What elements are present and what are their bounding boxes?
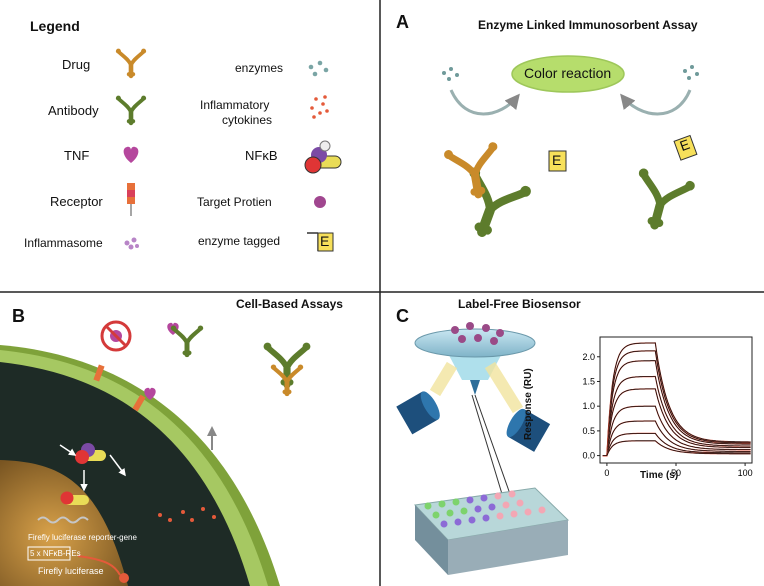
legend-label-cytokines: cytokines <box>222 113 273 127</box>
panel-a-letter: A <box>396 12 409 32</box>
elisa-antibody-green-left <box>451 166 532 244</box>
tnf-free <box>144 322 179 400</box>
arrow-left-curve <box>449 89 520 116</box>
data-curve-1 <box>602 350 751 456</box>
x-tick-label-2: 100 <box>738 468 753 478</box>
legend-label-inflammasome: Inflammasome <box>24 236 103 250</box>
enzyme-tag-box-1 <box>548 150 567 172</box>
enzyme-dots-right <box>683 65 699 80</box>
legend-antibody-icon <box>116 96 146 124</box>
reporter-gene-label: Firefly luciferase reporter-gene <box>28 533 137 542</box>
reporter-box <box>27 546 71 561</box>
legend-receptor-icon <box>127 183 135 216</box>
legend-label-inflammatory: Inflammatory <box>200 98 270 112</box>
panel-b-letter: B <box>12 306 25 326</box>
no-tnf-icon <box>100 320 132 352</box>
legend-drug-icon <box>116 49 146 77</box>
panel-c-letter: C <box>396 306 409 326</box>
legend-label-enzyme-tagged: enzyme tagged <box>198 234 281 248</box>
y-tick-label-0: 0.0 <box>582 451 595 461</box>
legend-enzymes-icon <box>308 60 329 77</box>
dna-helix <box>37 516 89 524</box>
legend-enzyme-letter: E <box>320 233 330 249</box>
legend-label-drug: Drug <box>62 57 91 72</box>
legend-target-protein-icon <box>314 196 326 208</box>
receptor-2 <box>132 394 146 412</box>
legend-label-target-protein: Target Protien <box>197 195 272 209</box>
y-tick-label-4: 2.0 <box>582 352 595 362</box>
data-curve-5 <box>602 405 751 456</box>
panel-a-title: Enzyme Linked Immunosorbent Assay <box>478 18 698 32</box>
enzyme-tag-letter-1: E <box>552 152 562 168</box>
x-tick-label-1: 50 <box>671 468 681 478</box>
sensorgram-chart: 0.0 0.5 1.0 1.5 2.0 0 50 100 <box>582 336 753 478</box>
legend-label-enzymes: enzymes <box>235 61 284 75</box>
luciferase-label: Firefly luciferase <box>38 566 104 576</box>
data-curve-7 <box>602 433 751 456</box>
chart-x-label: Time (s) <box>640 470 679 481</box>
enzyme-tag-box-2 <box>673 134 698 161</box>
luciferase-arrow <box>77 555 121 576</box>
x-tick-label-0: 0 <box>604 468 609 478</box>
data-curve-3 <box>602 376 751 456</box>
legend-label-tnf: TNF <box>64 148 90 163</box>
data-curve-2 <box>602 360 751 456</box>
data-curve-6 <box>602 420 751 456</box>
re-box-label: 5 x NFκB-REs <box>30 549 81 558</box>
ellipse-color-reaction <box>511 55 625 93</box>
nfkb-cell <box>75 443 106 464</box>
data-curve-0 <box>602 342 751 456</box>
legend-tnf-icon <box>123 146 139 163</box>
legend-enzyme-tagged-icon <box>307 232 334 252</box>
elisa-antibody-green-right <box>627 167 696 233</box>
y-tick-label-1: 0.5 <box>582 426 595 436</box>
data-curve-4 <box>602 388 751 456</box>
cell-antibody <box>171 325 203 355</box>
enzyme-dots-left <box>442 67 459 81</box>
color-reaction-label: Color reaction <box>524 65 612 81</box>
legend-label-receptor: Receptor <box>50 194 103 209</box>
luciferase-protein <box>119 573 129 583</box>
legend-label-nfkb: NFκB <box>245 148 278 163</box>
data-curve-8 <box>602 440 751 456</box>
cell-cytokines <box>158 507 216 522</box>
wells <box>424 490 546 528</box>
biosensor-illustration <box>396 322 570 575</box>
chart-y-label: Response (RU) <box>523 368 534 440</box>
receptor-1 <box>93 364 105 382</box>
legend-cytokines-icon <box>310 95 329 119</box>
legend-label-antibody: Antibody <box>48 103 99 118</box>
legend-title: Legend <box>30 18 80 34</box>
panel-c-title: Label-Free Biosensor <box>458 297 581 311</box>
y-tick-label-3: 1.5 <box>582 376 595 386</box>
signal-arrows <box>59 444 126 492</box>
y-tick-label-2: 1.0 <box>582 401 595 411</box>
panel-b-title: Cell-Based Assays <box>236 297 343 311</box>
elisa-drug-brown <box>443 142 505 200</box>
nfkb-nucleus <box>60 491 89 505</box>
legend-inflammasome-icon <box>124 237 139 250</box>
legend-nfkb-icon <box>304 140 342 174</box>
arrow-right-curve <box>620 89 692 116</box>
